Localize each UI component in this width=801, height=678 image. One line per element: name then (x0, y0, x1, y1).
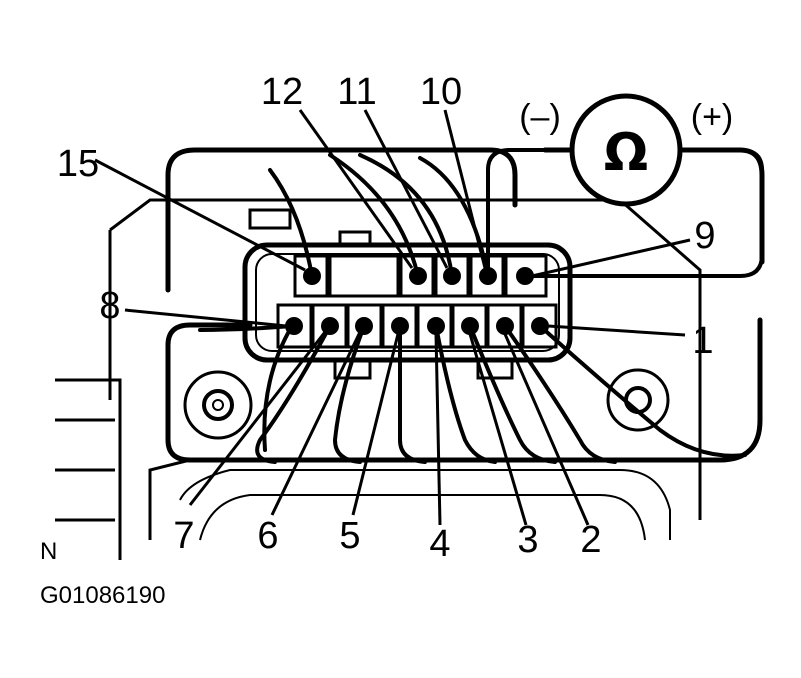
ohm-symbol: Ω (604, 123, 648, 183)
pin-label-10: 10 (420, 71, 462, 113)
wire-pin-1-harness (503, 324, 617, 464)
terminal-10 (479, 267, 497, 285)
terminal-dots (285, 267, 549, 335)
wire-pin-11 (358, 153, 454, 278)
wire-pin-5 (332, 324, 366, 464)
lead-negative (486, 148, 577, 278)
terminal-2 (496, 317, 514, 335)
pin-label-15: 15 (57, 143, 99, 185)
terminal-8 (285, 317, 303, 335)
terminal-11 (443, 267, 461, 285)
wire-pin-1-loop (538, 324, 747, 458)
pin-label-9: 9 (694, 215, 715, 257)
terminal-row-top (293, 254, 548, 298)
terminal-5 (391, 317, 409, 335)
wire-pin-15 (268, 168, 314, 278)
pin-label-3: 3 (517, 519, 538, 561)
negative-lead-label: (–) (519, 98, 561, 136)
lead-positive (523, 148, 764, 278)
figure-code: G01086190 (40, 582, 165, 609)
pin-labels: 15 12 11 10 9 8 1 7 6 5 4 3 2 (57, 71, 716, 565)
pin-label-2: 2 (580, 519, 601, 561)
wire-pin-2 (468, 324, 557, 464)
terminal-9 (516, 267, 534, 285)
positive-lead-label: (+) (691, 98, 734, 136)
terminal-12 (409, 267, 427, 285)
mounting-boss-left (183, 370, 253, 440)
ohmmeter-dial (569, 93, 683, 207)
terminal-15 (303, 267, 321, 285)
ohmmeter-leads (486, 148, 764, 278)
ohmmeter: Ω (–) (+) (519, 93, 734, 207)
mounting-boss-right (606, 368, 670, 432)
wire-pin-6 (255, 324, 332, 464)
terminal-4 (427, 317, 445, 335)
pin-label-6: 6 (257, 515, 278, 557)
pin-label-8: 8 (99, 285, 120, 327)
pin-label-4: 4 (429, 523, 450, 565)
wire-pin-3 (434, 324, 497, 464)
terminal-7 (321, 317, 339, 335)
terminal-row-bottom (276, 303, 558, 349)
pin-label-11: 11 (337, 71, 376, 113)
wire-bundle (198, 153, 747, 464)
wire-pin-12 (328, 153, 420, 278)
wire-pin-4 (398, 324, 427, 464)
terminal-3 (461, 317, 479, 335)
leader-lines (94, 109, 691, 526)
terminal-1 (531, 317, 549, 335)
pin-label-1: 1 (692, 320, 713, 362)
pin-label-12: 12 (261, 71, 303, 113)
pin-label-7: 7 (173, 515, 194, 557)
corner-marker: N (40, 538, 57, 565)
terminal-6 (355, 317, 373, 335)
pin-label-5: 5 (339, 515, 360, 557)
